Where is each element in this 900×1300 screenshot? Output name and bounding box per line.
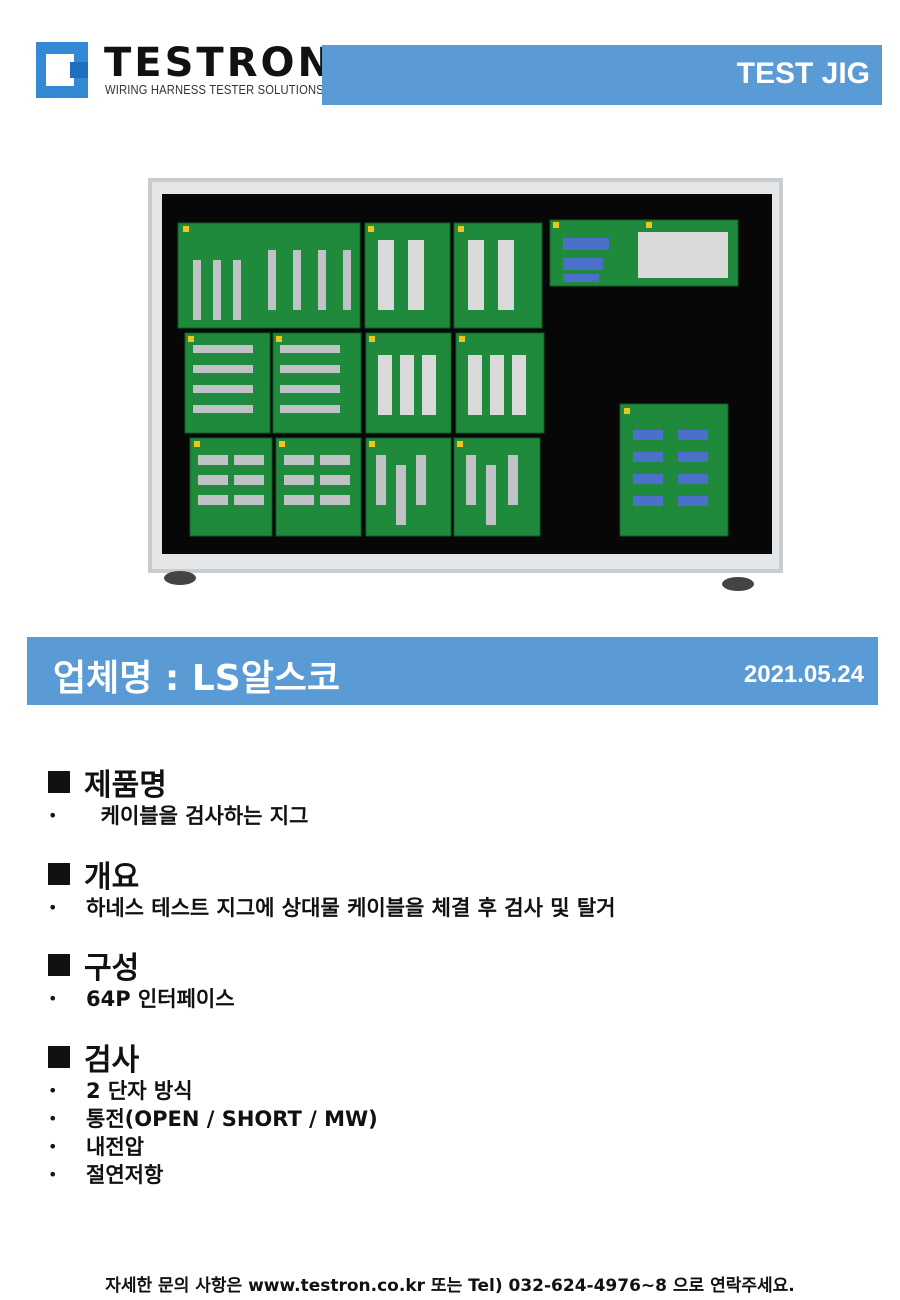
company-date: 2021.05.24 bbox=[743, 661, 864, 688]
list-item: 내전압 bbox=[48, 1133, 378, 1161]
section-title: 제품명 bbox=[84, 768, 167, 803]
header-banner: TEST JIG bbox=[322, 45, 882, 105]
section-title: 구성 bbox=[84, 951, 140, 986]
section-product-name: 제품명 케이블을 검사하는 지그 bbox=[48, 762, 308, 830]
company-name: 업체명 : LS알스코 bbox=[53, 658, 341, 699]
bullet-list: 하네스 테스트 지그에 상대물 케이블을 체결 후 검사 및 탈거 bbox=[48, 894, 615, 922]
section-title: 개요 bbox=[84, 860, 140, 895]
company-banner: 업체명 : LS알스코 2021.05.24 bbox=[27, 637, 878, 705]
square-bullet-icon bbox=[48, 771, 70, 793]
test-jig-photo bbox=[148, 178, 783, 591]
section-heading: 검사 bbox=[48, 1037, 378, 1078]
section-inspection: 검사 2 단자 방식 통전(OPEN / SHORT / MW) 내전압 절연저… bbox=[48, 1037, 378, 1189]
list-item: 절연저항 bbox=[48, 1161, 378, 1189]
bullet-list: 2 단자 방식 통전(OPEN / SHORT / MW) 내전압 절연저항 bbox=[48, 1077, 378, 1189]
company-logo: TESTRON WIRING HARNESS TESTER SOLUTIONS bbox=[36, 40, 331, 102]
section-heading: 개요 bbox=[48, 854, 615, 895]
list-item: 64P 인터페이스 bbox=[48, 985, 235, 1013]
list-item: 통전(OPEN / SHORT / MW) bbox=[48, 1105, 378, 1133]
section-title: 검사 bbox=[84, 1043, 140, 1078]
logo-name: TESTRON bbox=[104, 40, 334, 86]
square-bullet-icon bbox=[48, 863, 70, 885]
square-bullet-icon bbox=[48, 1046, 70, 1068]
list-item: 2 단자 방식 bbox=[48, 1077, 378, 1105]
list-item: 케이블을 검사하는 지그 bbox=[48, 802, 308, 830]
testron-logo-icon bbox=[36, 42, 88, 98]
square-bullet-icon bbox=[48, 954, 70, 976]
section-heading: 제품명 bbox=[48, 762, 308, 803]
list-item: 하네스 테스트 지그에 상대물 케이블을 체결 후 검사 및 탈거 bbox=[48, 894, 615, 922]
section-overview: 개요 하네스 테스트 지그에 상대물 케이블을 체결 후 검사 및 탈거 bbox=[48, 854, 615, 922]
header-badge: TEST JIG bbox=[736, 57, 870, 90]
bullet-list: 케이블을 검사하는 지그 bbox=[48, 802, 308, 830]
section-composition: 구성 64P 인터페이스 bbox=[48, 945, 235, 1013]
footer-contact: 자세한 문의 사항은 www.testron.co.kr 또는 Tel) 032… bbox=[105, 1276, 795, 1296]
bullet-list: 64P 인터페이스 bbox=[48, 985, 235, 1013]
logo-tagline: WIRING HARNESS TESTER SOLUTIONS bbox=[105, 82, 324, 97]
section-heading: 구성 bbox=[48, 945, 235, 986]
